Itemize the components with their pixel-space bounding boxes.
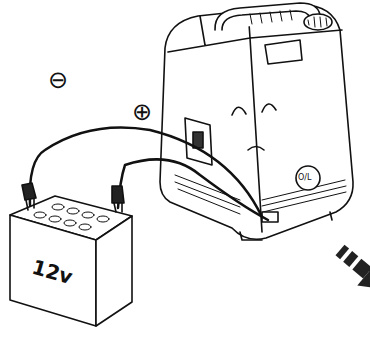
oil-level-lamp [296, 166, 320, 190]
direction-arrow [330, 238, 370, 302]
oil-level-label: O/L [298, 174, 311, 182]
battery-side [96, 216, 132, 326]
outlet-panel [185, 118, 212, 165]
eye-right [262, 104, 276, 112]
fuel-cap-ridges [308, 17, 327, 27]
front-edge [250, 38, 262, 232]
battery-cell-caps [34, 204, 109, 230]
fuel-cap [304, 14, 332, 30]
clip-jaws [26, 199, 122, 212]
generator-handle [215, 3, 320, 30]
grip-lines [250, 10, 292, 24]
positive-sign: ⊕ [132, 100, 152, 124]
foot [240, 212, 332, 240]
negative-cable [30, 128, 262, 218]
positive-clip [112, 186, 124, 203]
positive-cable [118, 159, 268, 220]
mouth [248, 147, 264, 151]
top-clip [265, 40, 302, 64]
negative-clip [22, 183, 36, 200]
negative-sign: ⊖ [48, 68, 68, 92]
eye-left [232, 107, 246, 115]
battery-front [10, 215, 96, 326]
